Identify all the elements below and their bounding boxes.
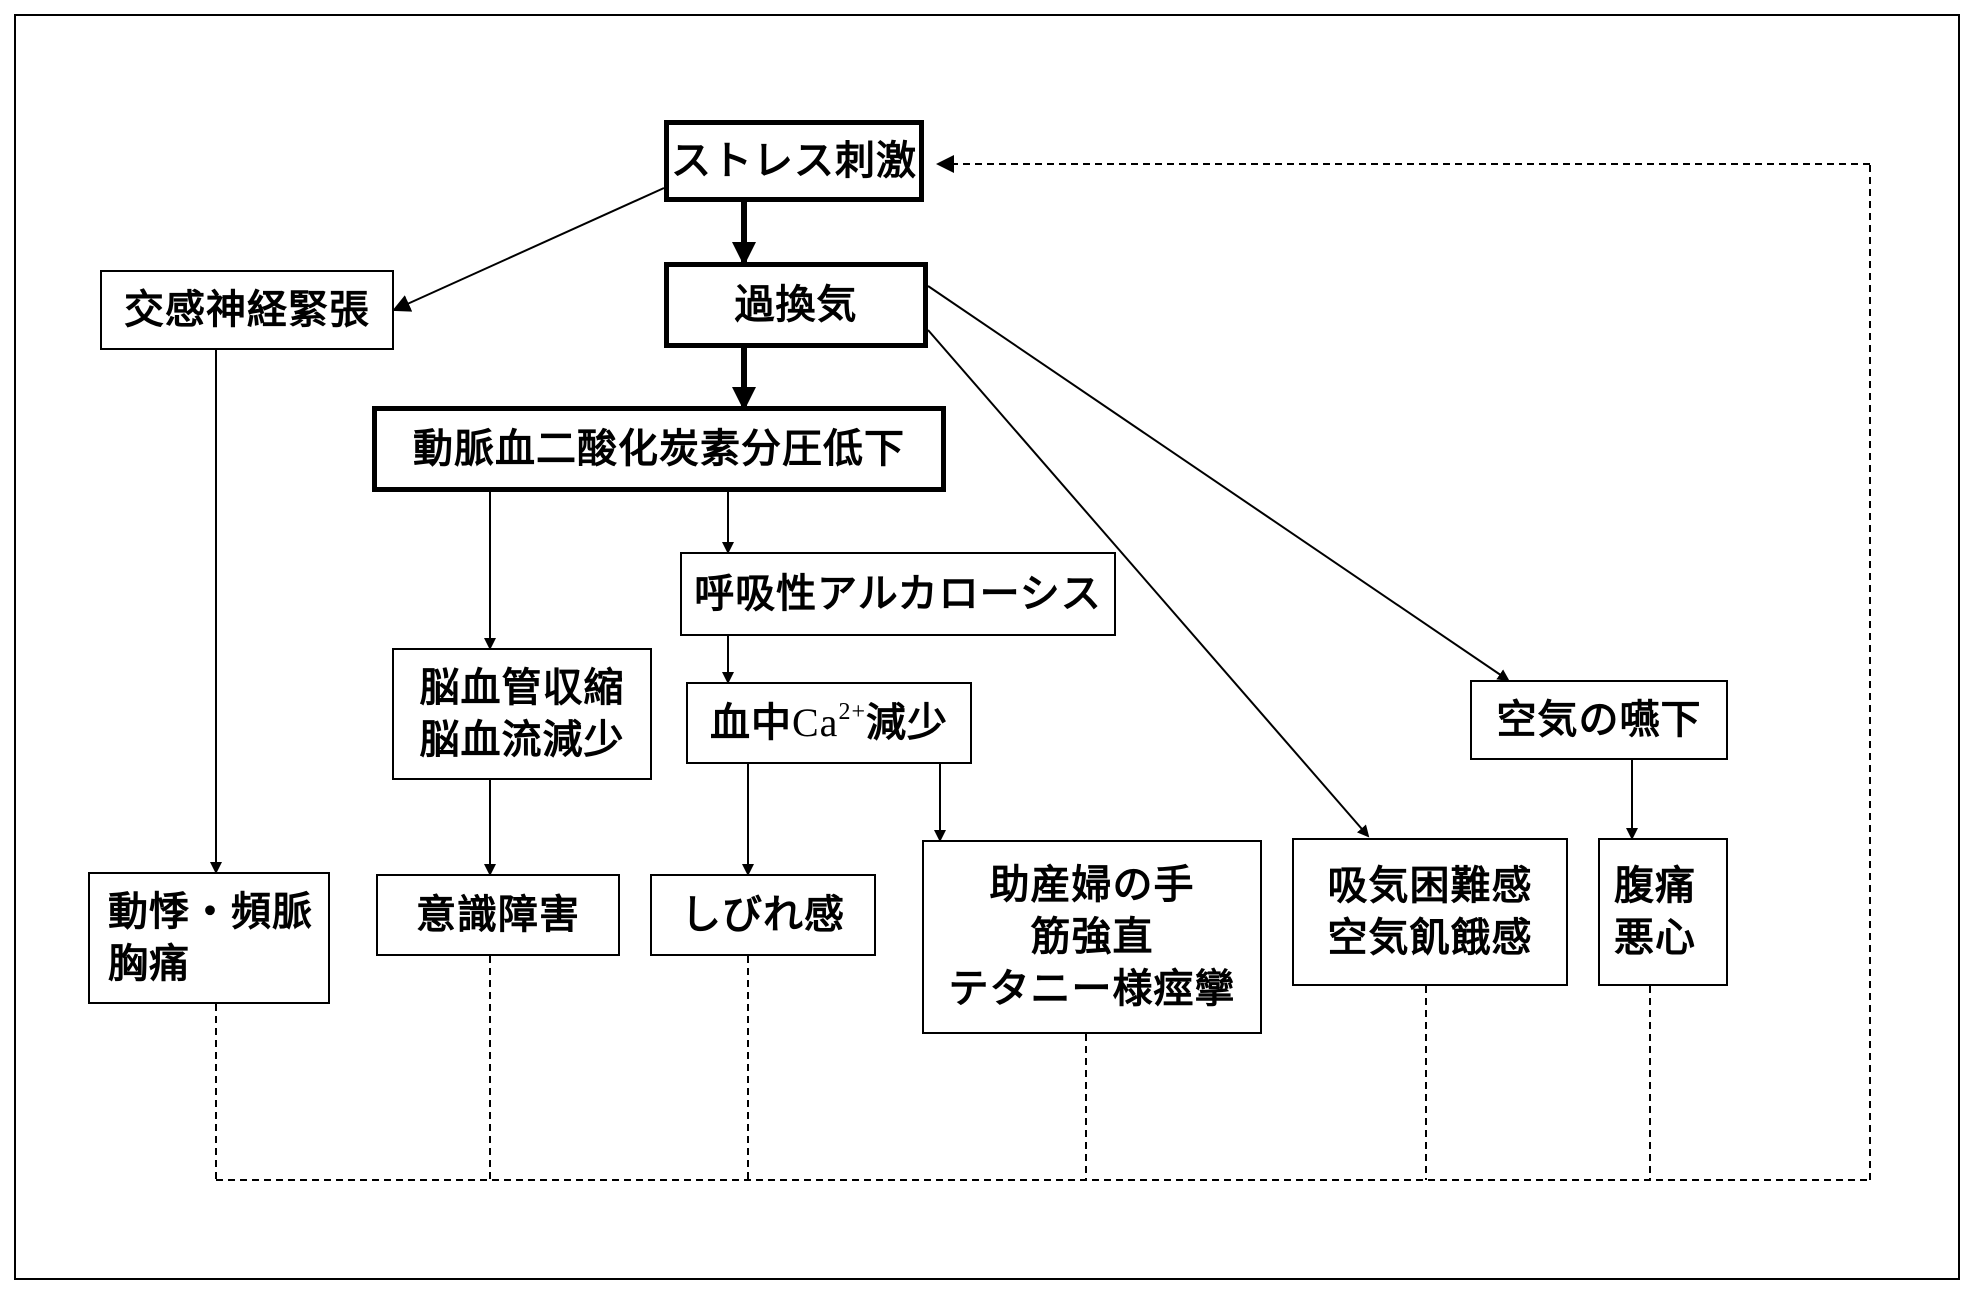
node-line-1: 腹痛 — [1614, 863, 1696, 909]
node-text: 呼吸性アルカローシス — [694, 571, 1102, 617]
node-line-2: 脳血流減少 — [419, 717, 625, 763]
node-line-2: 胸痛 — [108, 941, 190, 987]
arrow-stress-to-sympathetic — [392, 187, 665, 312]
node-abdominal-pain-nausea: 腹痛 悪心 — [1598, 838, 1728, 986]
node-palpitation-chest-pain: 動悸・頻脈 胸痛 — [88, 872, 330, 1004]
node-consciousness-disorder: 意識障害 — [376, 874, 620, 956]
node-text: 過換気 — [734, 282, 858, 328]
node-numbness: しびれ感 — [650, 874, 876, 956]
node-stress-stimulus: ストレス刺激 — [664, 120, 924, 202]
arrow-hyperventilation-to-air-swallow — [927, 285, 1510, 682]
node-text: 血中Ca2+減少 — [710, 697, 948, 749]
node-line-2: 悪心 — [1614, 915, 1696, 961]
node-sympathetic-tension: 交感神経緊張 — [100, 270, 394, 350]
node-blood-calcium-decrease: 血中Ca2+減少 — [686, 682, 972, 764]
node-text: 空気の嚥下 — [1496, 697, 1702, 743]
node-line-1: 脳血管収縮 — [419, 665, 625, 711]
node-text: 意識障害 — [416, 892, 580, 938]
node-dyspnea-air-hunger: 吸気困難感 空気飢餓感 — [1292, 838, 1568, 986]
node-text: 交感神経緊張 — [124, 287, 370, 333]
calcium-prefix: 血中 — [710, 700, 792, 746]
node-air-swallowing: 空気の嚥下 — [1470, 680, 1728, 760]
node-cerebral-vasoconstriction: 脳血管収縮 脳血流減少 — [392, 648, 652, 780]
node-line-1: 動悸・頻脈 — [108, 889, 313, 935]
node-hyperventilation: 過換気 — [664, 262, 928, 348]
node-line-1: 吸気困難感 — [1327, 863, 1533, 909]
node-paco2-decrease: 動脈血二酸化炭素分圧低下 — [372, 406, 946, 492]
node-line-3: テタニー様痙攣 — [948, 966, 1236, 1012]
node-text: 動脈血二酸化炭素分圧低下 — [413, 426, 905, 472]
node-respiratory-alkalosis: 呼吸性アルカローシス — [680, 552, 1116, 636]
node-line-2: 空気飢餓感 — [1327, 915, 1533, 961]
node-line-2: 筋強直 — [1030, 914, 1154, 960]
calcium-suffix: 減少 — [865, 700, 948, 746]
node-tetany: 助産婦の手 筋強直 テタニー様痙攣 — [922, 840, 1262, 1034]
diagram-frame — [14, 14, 1960, 1280]
calcium-symbol: Ca — [792, 700, 839, 745]
calcium-charge: 2+ — [838, 699, 866, 725]
node-text: しびれ感 — [681, 892, 845, 938]
node-text: ストレス刺激 — [671, 138, 917, 184]
arrow-hyperventilation-to-dyspnea — [927, 329, 1370, 838]
node-line-1: 助産婦の手 — [989, 862, 1195, 908]
feedback-loop — [215, 155, 1871, 1181]
